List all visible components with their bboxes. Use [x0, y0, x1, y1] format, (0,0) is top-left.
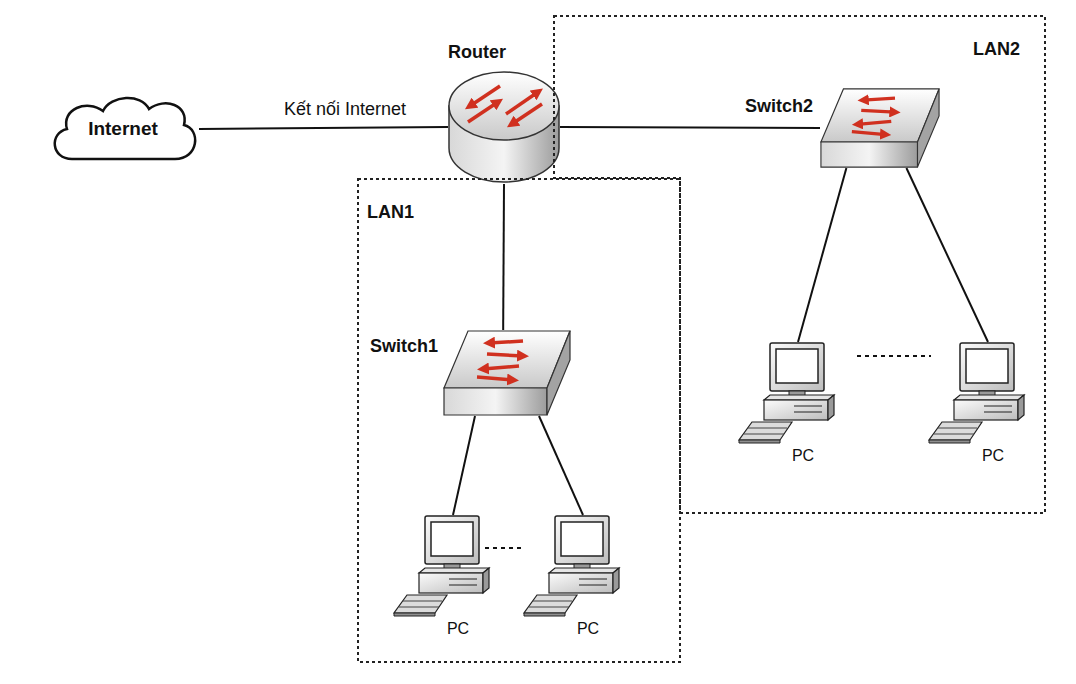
flow-arrow	[861, 110, 895, 112]
switch-shape	[820, 88, 940, 168]
network-link	[906, 168, 988, 342]
node-label: PC	[773, 446, 833, 465]
network-link	[199, 127, 448, 129]
flow-arrow	[852, 132, 886, 135]
network-link	[502, 184, 505, 330]
pc-shape	[928, 342, 1028, 467]
cloud-node: Internet	[47, 93, 199, 165]
node-label: LAN1	[367, 202, 437, 224]
network-link	[560, 127, 820, 128]
switch-front	[444, 388, 547, 415]
lan-zone: LAN2Switch2PC PC	[553, 15, 1046, 514]
router-node: Router	[448, 70, 560, 184]
pc-shape	[738, 342, 838, 467]
node-label: Router	[421, 42, 533, 64]
flow-arrow	[477, 377, 513, 380]
flow-arrow	[512, 104, 542, 124]
flow-arrow	[863, 98, 895, 100]
pc-node: PC	[738, 342, 838, 467]
switch-shape	[443, 330, 571, 416]
node-label: Switch1	[360, 336, 438, 358]
link-label: Kết nối Internet	[240, 99, 450, 121]
ellipsis-dashes	[485, 547, 522, 549]
router-shape	[448, 70, 560, 184]
zone-border	[554, 16, 1045, 513]
lan1-shape	[357, 178, 681, 663]
network-link	[798, 168, 846, 342]
lan-zone: LAN1Switch1PC PC	[357, 178, 681, 663]
switch-node: Switch2	[820, 88, 940, 168]
node-label: LAN2	[973, 39, 1043, 61]
router-top	[449, 72, 559, 140]
pc-node: PC	[523, 515, 623, 640]
node-label: Internet	[47, 118, 199, 141]
pc-icon	[739, 343, 834, 443]
ellipsis-dashes	[857, 355, 931, 357]
zone-border	[358, 179, 680, 662]
flow-arrow	[483, 366, 519, 369]
flow-arrow	[470, 86, 500, 106]
pc-node: PC	[393, 515, 493, 640]
pc-icon	[929, 343, 1024, 443]
pc-node: PC	[928, 342, 1028, 467]
node-label: PC	[428, 619, 488, 638]
pc-icon	[524, 516, 619, 616]
node-label: PC	[558, 619, 618, 638]
flow-arrow	[858, 121, 892, 124]
flow-arrow	[487, 354, 523, 356]
switch-node: Switch1	[443, 330, 571, 416]
node-label: PC	[963, 446, 1023, 465]
pc-icon	[394, 516, 489, 616]
network-link	[539, 416, 583, 515]
switch-side	[918, 89, 940, 167]
network-link	[453, 416, 475, 515]
lan2-shape	[553, 15, 1046, 514]
pc-shape	[393, 515, 493, 640]
flow-arrow	[489, 341, 523, 343]
node-label: Switch2	[705, 96, 813, 118]
pc-shape	[523, 515, 623, 640]
switch-side	[547, 331, 570, 415]
switch-front	[821, 142, 918, 167]
